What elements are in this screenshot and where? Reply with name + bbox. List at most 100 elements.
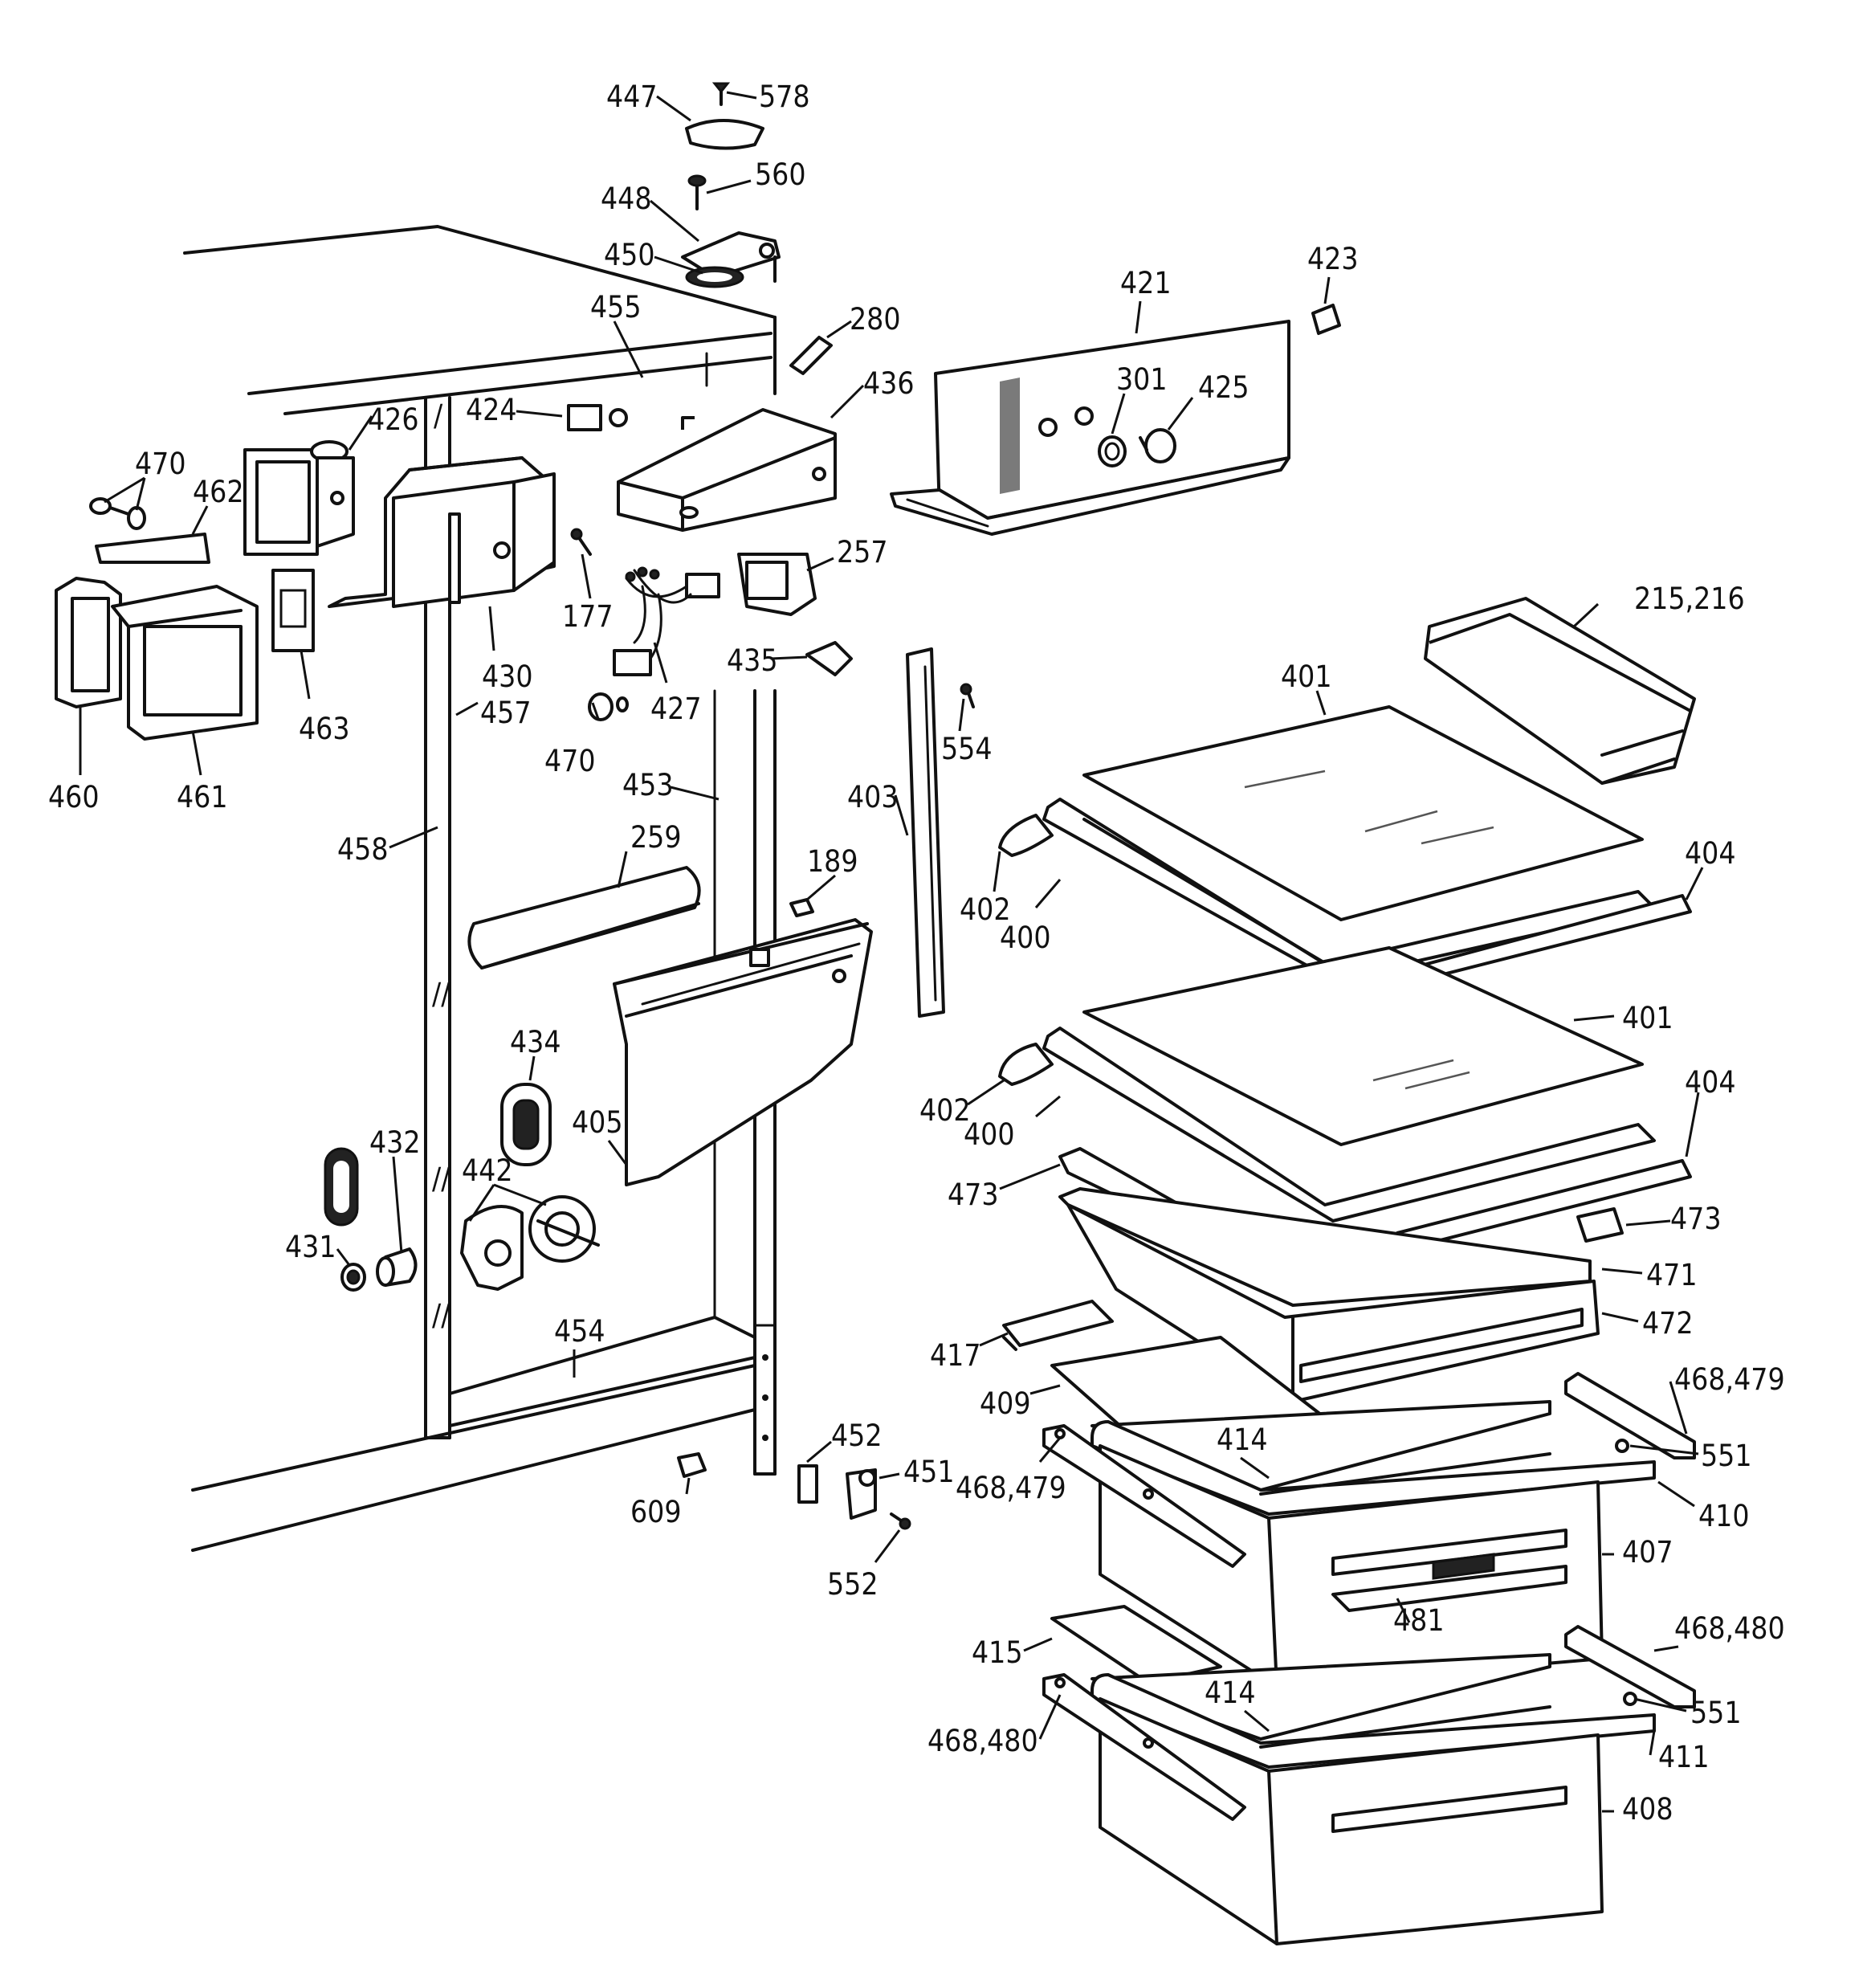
cover-frame-471 [1058,1147,1624,1403]
label-450: 450 [604,238,655,272]
label-451: 451 [903,1455,955,1489]
screw-551-lower [1623,1692,1637,1706]
screw-578 [711,82,731,106]
label-458: 458 [337,832,389,867]
slide-468-479-left [1042,1424,1246,1568]
label-434: 434 [510,1025,561,1059]
part-labels: 447 578 560 448 450 455 280 421 423 301 … [48,80,1785,1827]
control-housing-436 [617,408,837,532]
leader-lines [79,91,1704,1813]
bracket-451 [846,1468,877,1520]
screw-554 [960,683,975,708]
label-470-center: 470 [544,744,596,778]
label-401-lower: 401 [1622,1001,1673,1035]
label-421: 421 [1120,266,1172,300]
screw-551-upper [1615,1439,1629,1453]
light-housing-426 [243,440,355,556]
plate-452 [797,1464,818,1504]
label-447: 447 [606,80,658,114]
housing-461 [111,585,259,741]
label-468-479-right: 468,479 [1674,1362,1785,1397]
label-403: 403 [847,780,899,814]
thermostat-424 [567,404,628,431]
dispenser-460 [55,577,122,708]
label-280: 280 [850,302,901,337]
screw-552 [890,1512,911,1530]
label-470-top: 470 [135,447,186,481]
label-462: 462 [193,475,244,509]
label-432: 432 [369,1125,421,1160]
label-609: 609 [630,1495,682,1529]
bin-215-216 [1424,597,1696,785]
slide-468-480-left [1042,1673,1246,1821]
screw-177 [570,528,592,556]
label-425: 425 [1198,370,1249,405]
svg-text://: // [432,977,450,1011]
lamp-423 [1311,304,1341,335]
label-411: 411 [1658,1740,1710,1774]
knob-301 [1098,435,1127,467]
label-404-lower: 404 [1685,1065,1736,1100]
label-404-upper: 404 [1685,836,1736,871]
label-457: 457 [480,696,532,730]
part-609 [677,1452,707,1478]
knob-425 [1139,428,1176,463]
label-473-left: 473 [948,1178,999,1212]
clip-280 [789,336,833,375]
label-452: 452 [831,1419,883,1453]
svg-text:/: / [434,398,443,433]
bolt-560 [687,174,707,210]
sleeve-432 [376,1247,418,1287]
hinge-cover-447 [685,119,764,150]
label-552: 552 [827,1567,879,1602]
label-442: 442 [462,1153,513,1188]
label-560: 560 [755,157,806,192]
label-407: 407 [1622,1535,1673,1570]
label-408: 408 [1622,1792,1673,1827]
label-473-right: 473 [1670,1202,1722,1236]
label-426: 426 [368,402,419,437]
label-400-upper: 400 [1000,921,1051,955]
label-414-lower: 414 [1205,1676,1256,1710]
label-402-upper: 402 [960,892,1011,927]
air-duct-405 [613,918,873,1186]
label-460: 460 [48,780,100,814]
label-259: 259 [630,820,682,855]
drawer-upper [1050,1336,1656,1688]
wiring-harness-427 [613,566,720,676]
bracket-462 [95,533,210,564]
label-215-216: 215,216 [1634,582,1745,616]
label-405: 405 [572,1105,623,1140]
svg-text://: // [432,1298,450,1333]
label-177: 177 [562,599,614,634]
label-401-upper: 401 [1281,659,1332,694]
label-472: 472 [1642,1306,1694,1341]
label-578: 578 [759,80,810,114]
label-481: 481 [1393,1603,1445,1638]
label-551-upper: 551 [1701,1439,1752,1473]
label-424: 424 [466,393,517,427]
label-468-480-left: 468,480 [927,1724,1038,1758]
label-427: 427 [650,692,702,726]
svg-text://: // [432,1161,450,1196]
label-402-lower: 402 [919,1093,971,1128]
label-435: 435 [727,643,778,678]
label-301: 301 [1116,362,1168,397]
label-400-lower: 400 [964,1117,1015,1152]
label-423: 423 [1307,242,1359,276]
slide-468-480-right [1564,1625,1696,1708]
label-463: 463 [299,712,350,746]
label-417: 417 [930,1338,981,1373]
damper-442 [460,1195,600,1291]
label-453: 453 [622,768,674,802]
label-415: 415 [972,1635,1023,1670]
screw-470-left [89,497,146,530]
label-554: 554 [941,732,993,766]
label-410: 410 [1698,1499,1750,1533]
label-189: 189 [807,844,858,879]
rail-403 [906,647,945,1018]
label-431: 431 [285,1230,336,1264]
bracket-417 [1002,1300,1114,1351]
label-551-lower: 551 [1690,1696,1742,1730]
